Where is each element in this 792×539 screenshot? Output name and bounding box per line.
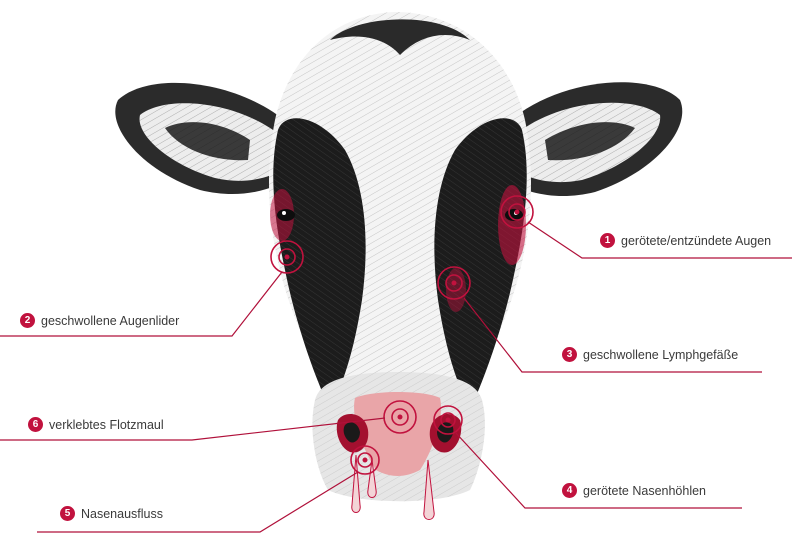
callout-4-text: gerötete Nasenhöhlen <box>583 484 706 498</box>
callout-2: 2 geschwollene Augenlider <box>20 313 179 328</box>
callout-5-badge: 5 <box>60 506 75 521</box>
cow-head <box>269 12 531 415</box>
callout-6: 6 verklebtes Flotzmaul <box>28 417 164 432</box>
callout-5-text: Nasenausfluss <box>81 507 163 521</box>
left-ear <box>115 83 295 194</box>
callout-1-badge: 1 <box>600 233 615 248</box>
callout-3-badge: 3 <box>562 347 577 362</box>
callout-4-badge: 4 <box>562 483 577 498</box>
callout-3: 3 geschwollene Lymphgefäße <box>562 347 738 362</box>
callout-1-text: gerötete/entzündete Augen <box>621 234 771 248</box>
callout-6-text: verklebtes Flotzmaul <box>49 418 164 432</box>
callout-2-text: geschwollene Augenlider <box>41 314 179 328</box>
muzzle <box>312 372 485 520</box>
callout-1: 1 gerötete/entzündete Augen <box>600 233 771 248</box>
leader-line-5 <box>37 472 358 532</box>
callout-5: 5 Nasenausfluss <box>60 506 163 521</box>
callout-3-text: geschwollene Lymphgefäße <box>583 348 738 362</box>
callout-6-badge: 6 <box>28 417 43 432</box>
callout-2-badge: 2 <box>20 313 35 328</box>
callout-4: 4 gerötete Nasenhöhlen <box>562 483 706 498</box>
